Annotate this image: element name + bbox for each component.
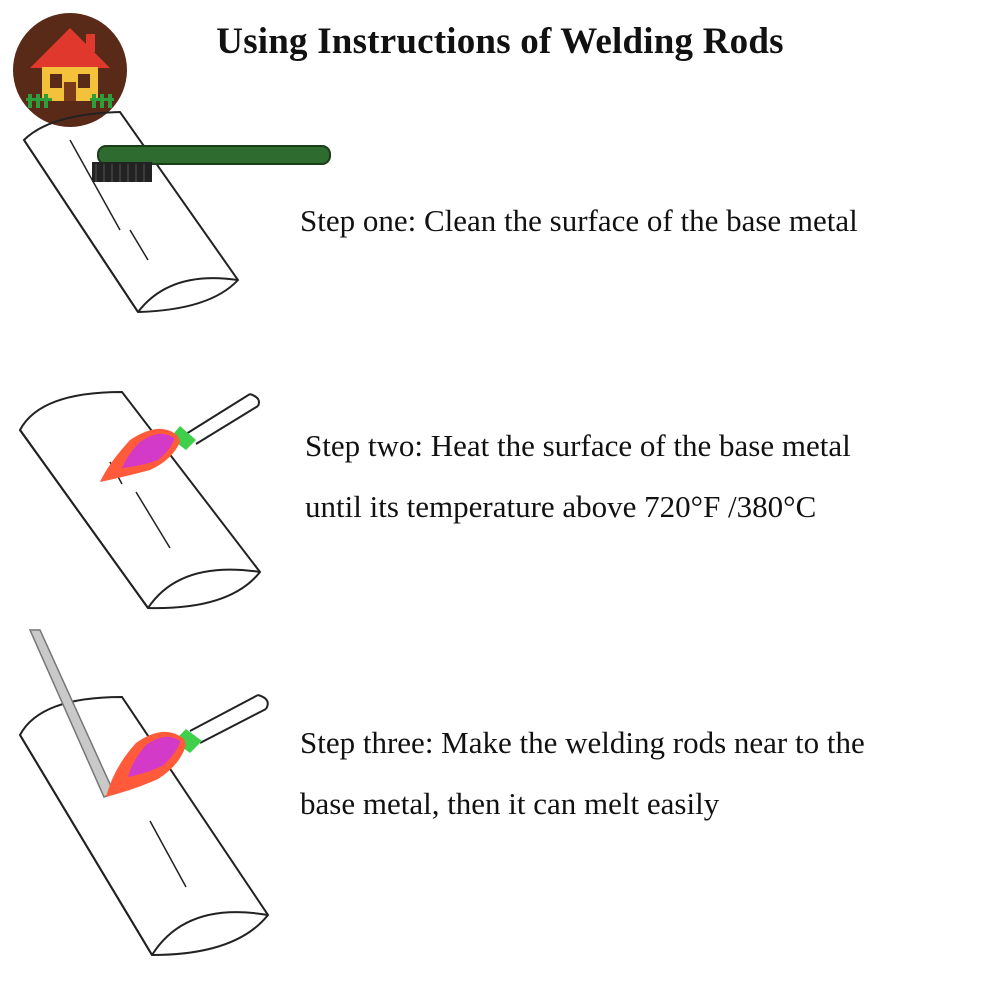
page-title: Using Instructions of Welding Rods <box>216 21 784 62</box>
rod-and-torch-illustration <box>18 629 270 957</box>
step-two-line-2: until its temperature above 720°F /380°C <box>305 489 817 524</box>
house-logo-icon <box>13 13 127 127</box>
torch-heating-illustration <box>18 390 262 610</box>
step-one-line-1: Step one: Clean the surface of the base … <box>300 203 858 238</box>
step-one-text: Step one: Clean the surface of the base … <box>300 190 858 251</box>
step-two-text: Step two: Heat the surface of the base m… <box>305 415 851 537</box>
step-three-line-1: Step three: Make the welding rods near t… <box>300 725 865 760</box>
step-two-line-1: Step two: Heat the surface of the base m… <box>305 428 851 463</box>
step-three-text: Step three: Make the welding rods near t… <box>300 712 865 834</box>
step-three-line-2: base metal, then it can melt easily <box>300 786 720 821</box>
wire-brush-illustration <box>22 110 331 314</box>
